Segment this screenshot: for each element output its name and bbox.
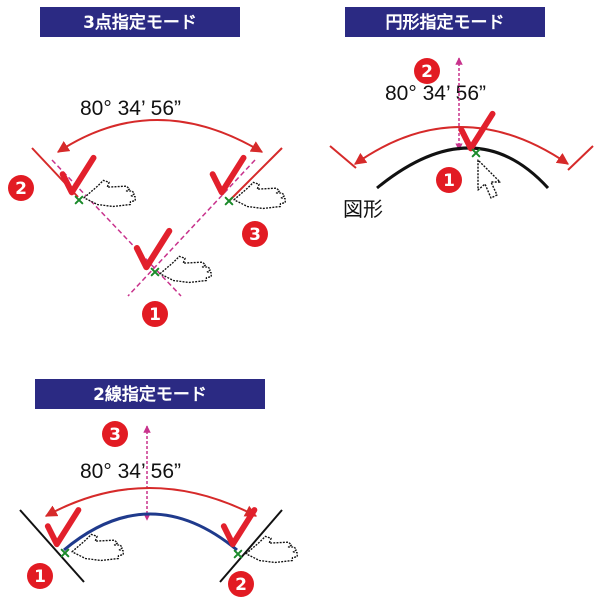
- checkmark-icon: [48, 510, 79, 544]
- two-line-mode-title: 2線指定モード: [93, 384, 207, 405]
- three-point-extension-right: [228, 147, 283, 202]
- pointing-hand-cursor-icon: [245, 535, 298, 564]
- circle-angle-arc: [354, 126, 569, 165]
- circle-badge-point-2: 2: [414, 58, 440, 84]
- badge-point-3-number: 3: [249, 225, 261, 245]
- three-point-guide-line-right: [127, 159, 256, 297]
- three-point-angle-readout: 80° 34’ 56”: [80, 97, 181, 120]
- circle-extension-left: [329, 145, 357, 169]
- circle-shape-label: 図形: [343, 197, 383, 221]
- two-line-badge-point-3: 3: [102, 421, 128, 447]
- circle-badge-point-1-number: 1: [443, 171, 455, 191]
- checkmark-icon: [137, 231, 169, 267]
- two-line-angle-readout: 80° 34’ 56”: [80, 460, 181, 483]
- circle-badge-point-2-number: 2: [421, 62, 433, 82]
- circle-mode-title: 円形指定モード: [386, 12, 505, 33]
- three-point-mode-title: 3点指定モード: [83, 12, 197, 33]
- two-line-badge-point-2: 2: [228, 571, 254, 597]
- circle-shape-curve: [376, 146, 550, 190]
- pointing-hand-cursor-icon: [233, 181, 286, 210]
- pointing-hand-cursor-icon: [159, 255, 212, 284]
- badge-point-1-number: 1: [149, 305, 161, 325]
- circle-angle-readout: 80° 34’ 56”: [385, 82, 486, 105]
- panel-circle-mode: 円形指定モード 80° 34’ 56” 図形 2 1: [329, 7, 594, 221]
- point-x-marker-icon: [471, 148, 481, 158]
- two-line-mode-header: 2線指定モード: [35, 379, 265, 409]
- circle-badge-point-1: 1: [436, 167, 462, 193]
- badge-point-1: 1: [142, 301, 168, 327]
- checkmark-icon: [63, 158, 94, 193]
- panel-three-point-mode: 3点指定モード 80° 34’ 56” 2 3: [8, 7, 286, 327]
- badge-point-2-number: 2: [15, 179, 27, 199]
- panel-two-line-mode: 2線指定モード 80° 34’ 56” 3 1 2: [19, 379, 298, 597]
- circle-extension-right: [567, 145, 594, 171]
- three-point-mode-header: 3点指定モード: [40, 7, 240, 37]
- checkmark-icon: [462, 114, 493, 149]
- badge-point-3: 3: [242, 221, 268, 247]
- cursor-arrow-icon: [477, 159, 501, 199]
- badge-point-2: 2: [8, 175, 34, 201]
- point-x-marker-icon: [233, 549, 243, 559]
- two-line-badge-point-1: 1: [27, 563, 53, 589]
- two-line-badge-point-1-number: 1: [34, 567, 46, 587]
- two-line-left-line: [19, 509, 85, 583]
- two-line-badge-point-2-number: 2: [235, 575, 247, 595]
- checkmark-icon: [213, 158, 244, 193]
- two-line-right-line: [219, 509, 283, 583]
- three-point-guide-line-left: [51, 159, 182, 297]
- three-point-angle-arc: [56, 119, 264, 153]
- checkmark-icon: [224, 510, 255, 544]
- point-x-marker-icon: [224, 196, 234, 206]
- point-x-marker-icon: [74, 195, 84, 205]
- two-line-angle-arc: [44, 487, 258, 517]
- circle-mode-header: 円形指定モード: [345, 7, 545, 37]
- two-line-badge-point-3-number: 3: [109, 425, 121, 445]
